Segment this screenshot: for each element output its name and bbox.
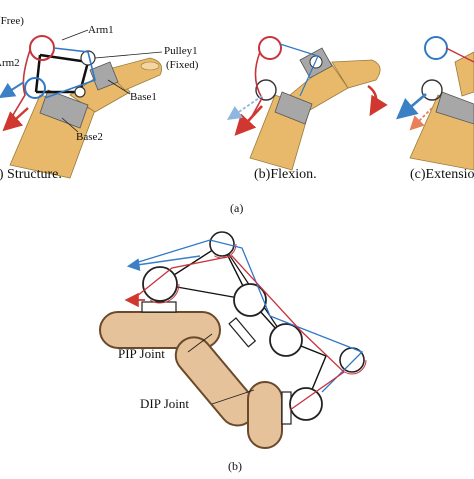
- base2-block: [39, 89, 89, 129]
- panel-b-caption: (b): [228, 459, 242, 473]
- pulley-b-1: [142, 266, 178, 302]
- mount-proximal: [141, 301, 177, 313]
- panel-a: (Free) Arm1 Arm2 Pulley1 (Fixed) Base1 B…: [0, 15, 474, 215]
- label-dip-joint: DIP Joint: [140, 396, 189, 411]
- arm2-link: [34, 54, 42, 93]
- pulley-b-5-red-rim: [337, 345, 367, 375]
- mount-middle: [228, 317, 257, 348]
- leader-base1: [107, 79, 131, 95]
- leader-arm1: [61, 29, 89, 41]
- base-block-extension: [435, 91, 474, 125]
- pulley-extension-bottom: [421, 79, 443, 101]
- pulley-b-4: [269, 323, 303, 357]
- pulley-b-2: [209, 231, 235, 257]
- cable-red: [9, 49, 31, 121]
- arrow-lightblue-flexion: [227, 95, 263, 121]
- finger-middle-extension: [454, 51, 474, 97]
- arm1-link: [39, 53, 89, 64]
- label-fixed: (Fixed): [166, 59, 199, 71]
- finger-distal-flexion: [331, 59, 381, 89]
- arrow-blue-extension: [396, 93, 427, 120]
- leader-pip: [187, 333, 213, 353]
- label-base1: Base1: [130, 91, 157, 103]
- label-arm2: Arm2: [0, 57, 20, 69]
- arrow-blue-pull: [0, 81, 25, 99]
- label-pulley1: Pulley1: [164, 45, 198, 57]
- pulley-extension-top: [424, 36, 448, 60]
- label-free: (Free): [0, 15, 24, 27]
- pulley-flexion-bottom: [255, 79, 277, 101]
- pulley-b-1-red-rim: [140, 264, 180, 304]
- extension-caption: (c)Extension.: [410, 167, 474, 182]
- arrow-curved-flexion: [367, 85, 388, 117]
- cable-flexion-red: [249, 51, 263, 121]
- cable-extension-red: [445, 47, 474, 63]
- pulley-b-3: [233, 283, 267, 317]
- panel-a-caption: (a): [230, 201, 243, 215]
- arrow-red-flexion: [234, 105, 263, 136]
- pulley-arm2: [24, 77, 46, 99]
- pulley-flexion-top: [258, 36, 282, 60]
- label-arm1: Arm1: [88, 24, 114, 36]
- cable-flexion-blue: [279, 43, 319, 97]
- pulley-b-6: [289, 387, 323, 421]
- finger-distal-segment: [247, 381, 283, 449]
- flexion-caption: (b)Flexion.: [254, 167, 317, 182]
- pulley-small: [74, 86, 86, 98]
- arrow-red-pull: [2, 107, 29, 132]
- label-base2: Base2: [76, 131, 103, 143]
- fingernail: [140, 61, 160, 71]
- flexion-subfigure: (b)Flexion.: [227, 36, 388, 182]
- leader-base2: [61, 117, 79, 133]
- structure-caption: (a) Structure.: [0, 167, 62, 182]
- pulley-flexion-fixed: [309, 55, 323, 69]
- base-block-flexion-1: [274, 91, 313, 125]
- panel-b: PIP Joint DIP Joint (b): [99, 229, 367, 473]
- structure-subfigure: (Free) Arm1 Arm2 Pulley1 (Fixed) Base1 B…: [0, 15, 199, 182]
- label-pip-joint: PIP Joint: [118, 346, 165, 361]
- arrow-blue-b: [126, 255, 201, 271]
- leader-pulley1: [94, 51, 163, 59]
- cable-blue: [44, 47, 96, 99]
- extension-subfigure: (c)Extension.: [396, 36, 474, 182]
- cable-b-red: [131, 255, 346, 411]
- leader-dip: [211, 389, 255, 405]
- base1-block: [89, 61, 119, 91]
